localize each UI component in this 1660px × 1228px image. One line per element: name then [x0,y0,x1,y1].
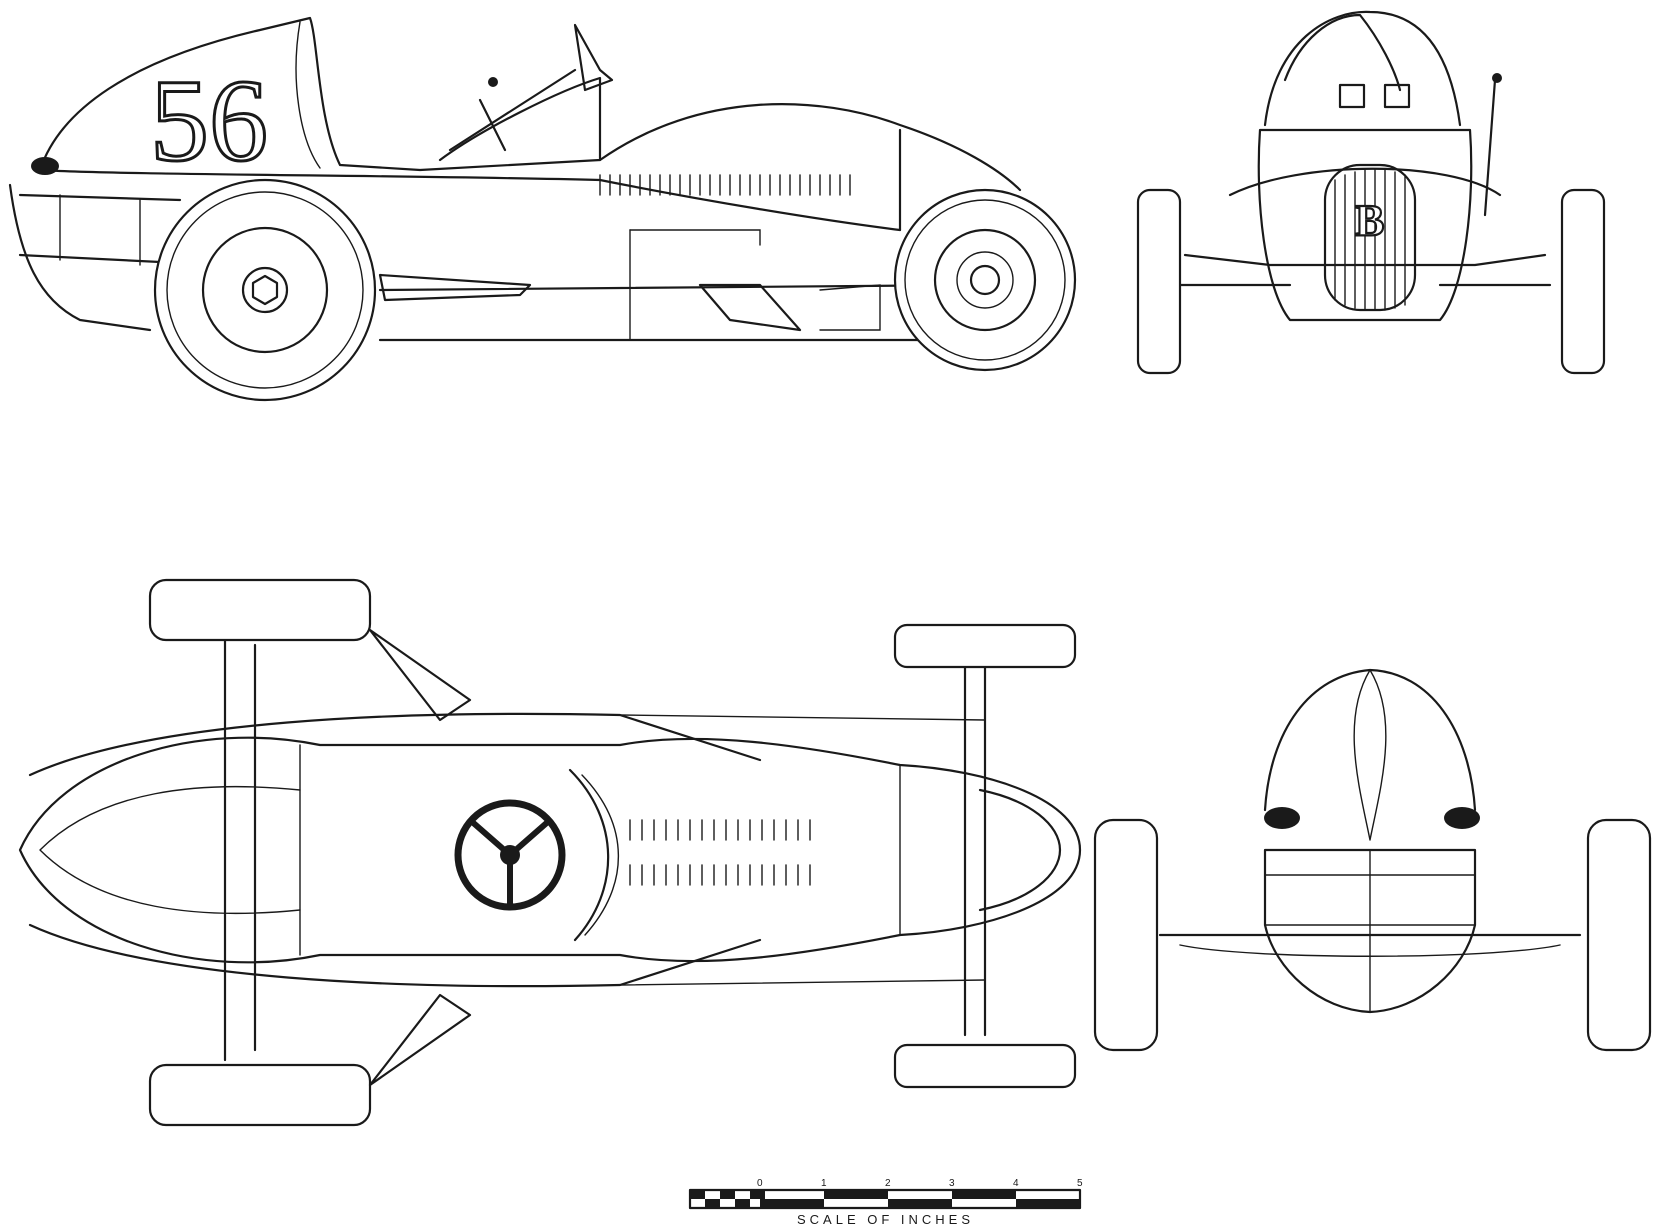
scale-tick-label: 1 [821,1178,827,1189]
front-vent-left [1338,83,1366,109]
grille-letter: B [1355,196,1384,245]
rear-light-right-icon [1444,807,1480,829]
steering-knob-icon [488,77,498,87]
rear-light-left-icon [1264,807,1300,829]
car-number: 56 [150,55,268,186]
front-wheel-left [1136,188,1182,375]
rear-wheel-top-left [148,578,372,642]
scale-check [735,1199,750,1208]
scale-bar-checks [690,1190,1080,1208]
rear-wheel-left [1093,818,1159,1052]
steering-knob-front-icon [1492,73,1502,83]
front-wheel-top-left [893,623,1077,669]
tail-light-icon [31,157,59,175]
scale-check [720,1190,735,1199]
scale-tick-label: 5 [1077,1178,1083,1189]
scale-bar-ticks: 0 1 2 3 4 5 [757,1178,1083,1189]
scale-segment [1016,1199,1080,1208]
side-view: 56 [8,16,1077,402]
front-view: B [1136,10,1606,375]
front-vent-right [1383,83,1411,109]
front-wheel-top-right [893,1043,1077,1089]
scale-tick-label: 2 [885,1178,891,1189]
scale-check [705,1199,720,1208]
scale-tick-label: 0 [757,1178,763,1189]
scale-tick-label: 3 [949,1178,955,1189]
rear-wheel-side [153,178,377,402]
scale-check [690,1190,705,1199]
rear-wheel-right [1586,818,1652,1052]
side-louvers [599,174,851,196]
scale-segment [952,1190,1016,1199]
rear-wheel-top-right [148,1063,372,1127]
scale-check [750,1190,765,1199]
front-wheel-right [1560,188,1606,375]
scale-segment [824,1190,888,1199]
top-view [18,578,1082,1127]
scale-tick-label: 4 [1013,1178,1019,1189]
scale-segment [760,1199,824,1208]
top-louvers [629,819,811,886]
scale-bar-label: SCALE OF INCHES [797,1212,974,1227]
scale-segment [888,1199,952,1208]
front-wheel-side [893,188,1077,372]
rear-view [1093,668,1652,1052]
scale-bar: 0 1 2 3 4 5 SCALE OF INCHES [688,1178,1083,1227]
steering-wheel-icon [454,799,566,911]
